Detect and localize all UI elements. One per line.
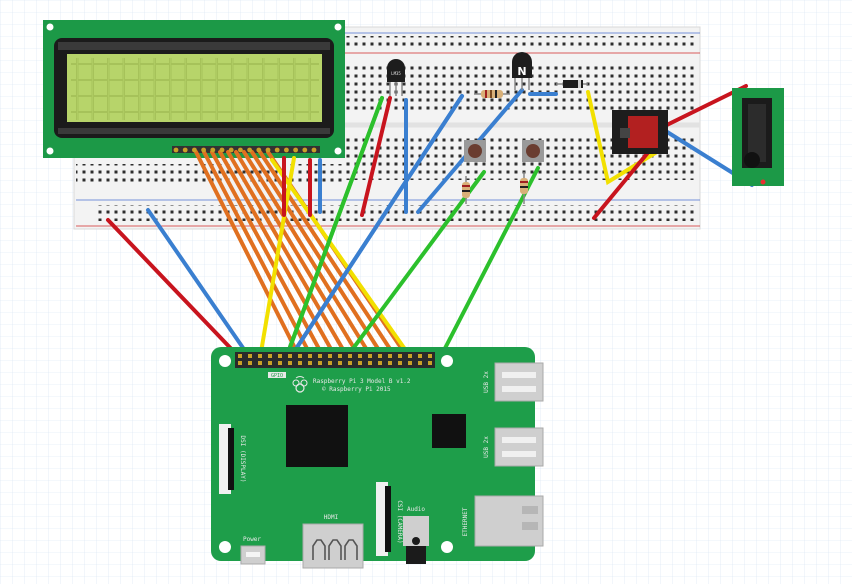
push-button-2 [522,140,544,162]
audio-jack [403,516,429,564]
gpio-pin [328,361,332,365]
lcd-pin [238,147,243,153]
gpio-pin [388,354,392,358]
lcd-pin [247,147,253,153]
lcd-pin [173,147,179,153]
power-label: Power [243,536,261,543]
raspberry-logo-icon [292,376,308,393]
lcd-pin [182,147,188,153]
lcd-header-pins [172,146,320,153]
gpio-pin [368,361,372,365]
gpio-pin [428,354,432,358]
csi-label: CSI (CAMERA) [396,500,403,543]
hdmi-label: HDMI [324,514,339,521]
gpio-pin [358,361,362,365]
dc-barrel-jack [732,88,784,186]
gpio-pin [338,361,342,365]
dsi-label: DSI (DISPLAY) [239,436,246,483]
lcd-pins [173,147,317,153]
hdmi-port [302,523,364,569]
lcd-display [43,20,345,158]
gpio-pin [268,361,272,365]
dsi-connector [219,424,234,494]
transistor: N [512,52,532,90]
gpio-pin [278,361,282,365]
gpio-label: GPIO [271,373,283,379]
gpio-pin [378,361,382,365]
lcd-pin [274,147,280,153]
gpio-pin [348,361,352,365]
lcd-pin [284,147,289,153]
push-button-1 [464,140,486,162]
gpio-pin [298,361,302,365]
sensor-label: LM35 [391,71,401,76]
gpio-pin [388,361,392,365]
gpio-pin [268,354,272,358]
gpio-pin [288,354,292,358]
board-model-label: Raspberry Pi 3 Model B v1.2 [313,378,411,385]
lcd-pin [302,147,308,153]
usb-port-top [494,362,544,402]
ethernet-label: ETHERNET [462,507,469,536]
gpio-pin [348,354,352,358]
diode [556,80,588,88]
usb-controller-chip [432,414,466,448]
gpio-pin [248,354,252,358]
gpio-pin [318,354,322,358]
gpio-pin [368,354,372,358]
gpio-pin [238,354,242,358]
lcd-pin [210,147,216,153]
wire-overlays [284,94,464,360]
gpio-pin [308,354,312,358]
gpio-pin [418,354,422,358]
lcd-pin [256,147,262,153]
gpio-pin [398,354,402,358]
gpio-pin [408,361,412,365]
lcd-pin [311,147,317,153]
lcd-pin [293,147,298,153]
gpio-pin [278,354,282,358]
gpio-pin [298,354,302,358]
relay [612,110,668,154]
gpio-pin [408,354,412,358]
gpio-pin [258,361,262,365]
gpio-pin [428,361,432,365]
gpio-pin [338,354,342,358]
power-port [240,545,266,565]
resistor-pulldown-1 [462,176,470,204]
usb-bottom-label: USB 2x [483,436,490,458]
gpio-pin [318,361,322,365]
gpio-pins [238,354,432,365]
gpio-pin [358,354,362,358]
usb-port-bottom [494,427,544,467]
lcd-pin [201,147,207,153]
gpio-pin [238,361,242,365]
wires [106,84,754,364]
gpio-pin [288,361,292,365]
audio-label: Audio [407,506,425,513]
gpio-pin [328,354,332,358]
transistor-label: N [517,65,526,78]
gpio-pin [308,361,312,365]
lcd-pin [265,147,271,153]
board-copyright-label: © Raspberry Pi 2015 [322,386,391,393]
ethernet-port [474,495,544,547]
gpio-pin [418,361,422,365]
lcd-pin [192,147,197,153]
csi-connector [376,482,391,556]
gpio-pin [398,361,402,365]
gpio-pin [378,354,382,358]
gpio-header [235,352,435,368]
lcd-pin [219,147,225,153]
gpio-pin [248,361,252,365]
soc-chip [286,405,348,467]
temperature-sensor: LM35 [387,59,405,96]
resistor-base [474,90,510,98]
gpio-pin [258,354,262,358]
lcd-pin [228,147,234,153]
raspberry-pi-board: GPIO Raspberry Pi 3 Model B v1.2 © Raspb… [211,347,544,569]
usb-top-label: USB 2x [483,371,490,393]
resistor-pulldown-2 [520,172,528,204]
